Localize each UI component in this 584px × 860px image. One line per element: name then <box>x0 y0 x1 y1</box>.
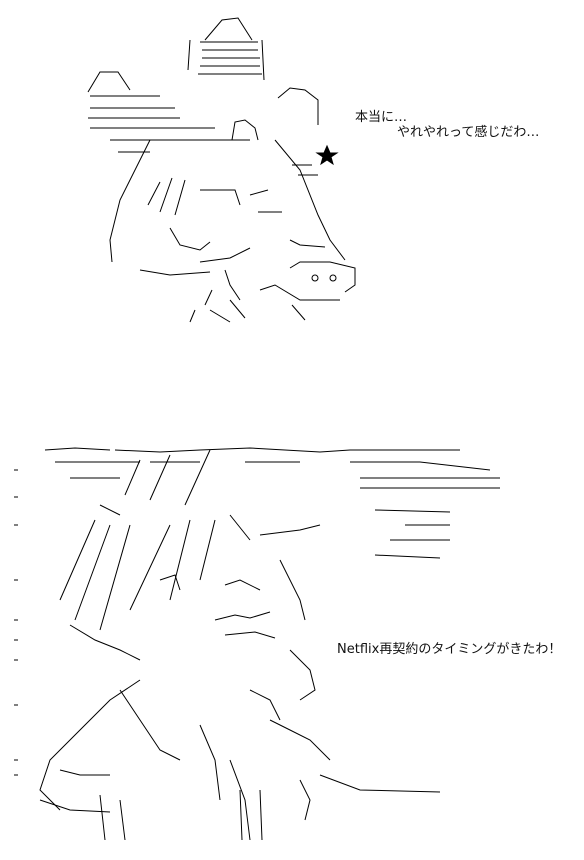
caption-bottom: Netflix再契約のタイミングがきたわ！ <box>337 642 562 657</box>
caption-top-line1: 本当に… <box>355 110 408 125</box>
top-character-art <box>87 17 356 323</box>
bottom-character-art <box>14 447 500 841</box>
caption-top-line2: やれやれって感じだわ… <box>397 125 540 140</box>
